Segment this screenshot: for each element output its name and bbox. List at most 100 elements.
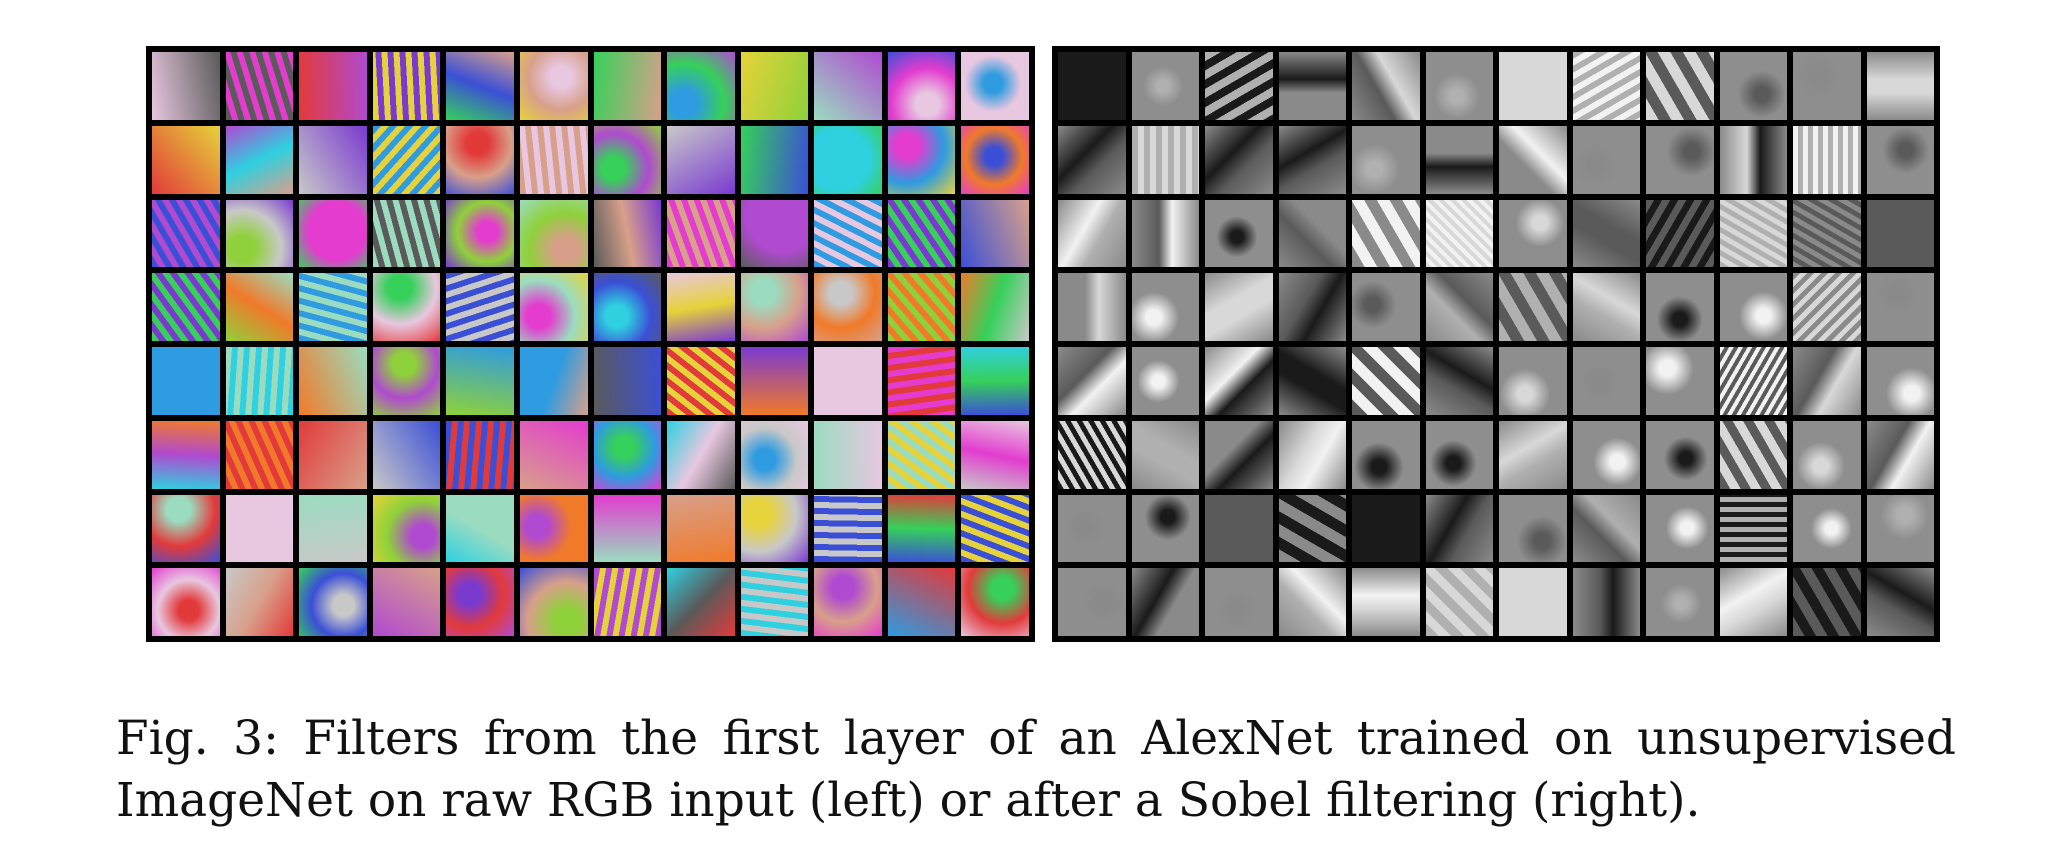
rgb-filter-tile [961,52,1029,120]
sobel-filter-tile [1866,420,1934,489]
sobel-filter-grid [1058,52,1934,636]
sobel-filter-tile [1793,347,1861,415]
sobel-filter-tile [1352,568,1420,636]
sobel-filter-tile [1719,52,1787,120]
sobel-filter-tile [1866,125,1934,194]
rgb-filter-tile [519,494,588,563]
rgb-filter-tile [372,52,441,120]
rgb-filter-tile [152,568,220,636]
rgb-filter-tile [372,347,441,415]
sobel-filter-tile [1646,52,1714,120]
sobel-filter-tile [1793,494,1861,563]
sobel-filter-tile [1572,420,1640,489]
sobel-filter-tile [1131,199,1199,268]
rgb-filter-tile [519,52,588,120]
rgb-filter-tile [740,125,809,194]
sobel-filter-tile [1278,568,1346,636]
rgb-filter-tile [446,494,514,563]
sobel-filter-tile [1058,494,1126,563]
sobel-filter-tile [1058,347,1126,415]
sobel-filter-tile [1499,52,1567,120]
rgb-filter-tile [372,420,441,489]
rgb-filter-tile [593,568,662,636]
rgb-filter-tile [593,494,662,563]
rgb-filter-tile [887,494,956,563]
rgb-filter-tile [593,273,662,341]
rgb-filter-tile [299,273,367,341]
rgb-filter-tile [667,494,735,563]
rgb-filter-tile [814,273,882,341]
rgb-filter-tile [740,347,809,415]
rgb-filter-tile [887,568,956,636]
sobel-filter-tile [1205,199,1273,268]
rgb-filter-tile [225,199,294,268]
rgb-filter-tile [887,199,956,268]
sobel-filter-tile [1425,199,1493,268]
rgb-filter-tile [519,125,588,194]
rgb-filter-tile [519,347,588,415]
rgb-filter-tile [299,494,367,563]
sobel-filter-tile [1278,199,1346,268]
rgb-filter-tile [225,347,294,415]
sobel-filter-tile [1646,125,1714,194]
rgb-filter-tile [593,125,662,194]
sobel-filter-tile [1866,52,1934,120]
rgb-filter-tile [446,125,514,194]
rgb-filter-tile [814,347,882,415]
sobel-filter-tile [1719,568,1787,636]
sobel-filter-tile [1646,199,1714,268]
sobel-filter-tile [1352,420,1420,489]
sobel-filter-tile [1058,52,1126,120]
sobel-filter-tile [1499,125,1567,194]
rgb-filter-tile [887,273,956,341]
rgb-filter-tile [593,199,662,268]
sobel-filter-tile [1131,273,1199,341]
sobel-filter-tile [1646,420,1714,489]
sobel-filter-tile [1572,568,1640,636]
rgb-filter-tile [372,494,441,563]
rgb-filter-tile [667,125,735,194]
sobel-filter-tile [1499,199,1567,268]
sobel-filter-tile [1719,494,1787,563]
rgb-filter-tile [740,273,809,341]
sobel-filter-tile [1793,420,1861,489]
sobel-filter-tile [1058,420,1126,489]
sobel-filter-tile [1352,347,1420,415]
sobel-filter-tile [1499,420,1567,489]
rgb-filter-tile [519,199,588,268]
sobel-filter-tile [1793,199,1861,268]
rgb-filter-tile [372,125,441,194]
rgb-filter-tile [740,52,809,120]
sobel-filter-tile [1499,568,1567,636]
sobel-filter-tile [1572,273,1640,341]
sobel-filter-tile [1058,568,1126,636]
rgb-filter-tile [814,52,882,120]
rgb-filter-tile [446,273,514,341]
rgb-filter-tile [814,199,882,268]
rgb-filter-tile [961,494,1029,563]
sobel-filter-tile [1499,494,1567,563]
sobel-filter-tile [1425,420,1493,489]
sobel-filter-tile [1425,52,1493,120]
rgb-filter-tile [667,273,735,341]
rgb-filter-tile [961,568,1029,636]
rgb-filter-tile [887,347,956,415]
rgb-filters-panel [146,46,1035,642]
rgb-filter-tile [152,52,220,120]
rgb-filter-tile [519,420,588,489]
sobel-filter-tile [1205,273,1273,341]
rgb-filter-tile [372,273,441,341]
rgb-filter-tile [299,347,367,415]
rgb-filter-tile [814,125,882,194]
rgb-filter-tile [299,52,367,120]
rgb-filter-tile [225,494,294,563]
rgb-filter-tile [814,568,882,636]
sobel-filter-tile [1131,347,1199,415]
rgb-filter-tile [372,568,441,636]
sobel-filter-tile [1352,494,1420,563]
sobel-filter-tile [1793,273,1861,341]
rgb-filter-tile [961,347,1029,415]
sobel-filter-tile [1205,125,1273,194]
sobel-filter-tile [1572,347,1640,415]
sobel-filter-tile [1278,420,1346,489]
